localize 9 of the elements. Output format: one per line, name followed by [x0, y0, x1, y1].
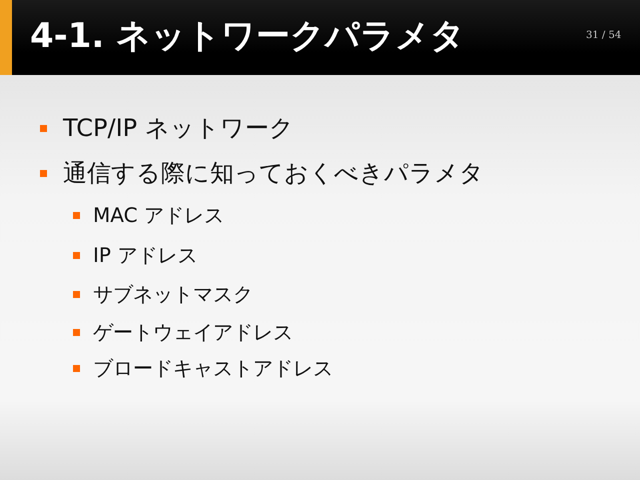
list-item-text: MAC アドレス [93, 202, 224, 228]
list-item-text: ゲートウェイアドレス [93, 319, 293, 345]
list-item-text: サブネットマスク [93, 281, 253, 307]
list-item-text: ブロードキャストアドレス [93, 355, 333, 381]
list-item-text: IP アドレス [93, 242, 198, 268]
slide-title: 4-1. ネットワークパラメタ [30, 15, 466, 58]
list-item-text: TCP/IP ネットワーク [63, 113, 294, 143]
page-number: 31 / 54 [586, 30, 622, 41]
list-item-text: 通信する際に知っておくべきパラメタ [63, 158, 484, 188]
